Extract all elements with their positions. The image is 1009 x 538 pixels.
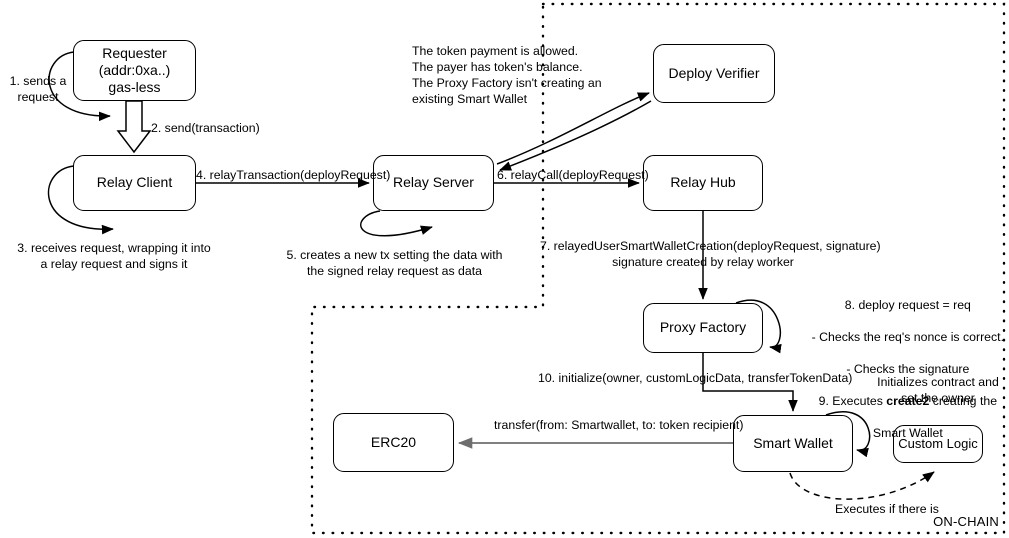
deploy-verifier-label: Deploy Verifier xyxy=(668,64,760,81)
node-relay-hub[interactable]: Relay Hub xyxy=(643,155,763,211)
erc20-label: ERC20 xyxy=(370,433,417,450)
label-step-5: 5. creates a new tx setting the data wit… xyxy=(286,248,503,278)
label-step-10: 10. initialize(owner, customLogicData, t… xyxy=(538,371,853,385)
label-transfer: transfer(from: Smartwallet, to: token re… xyxy=(494,418,744,432)
label-step-2: 2. send(transaction) xyxy=(151,121,260,135)
node-proxy-factory[interactable]: Proxy Factory xyxy=(643,303,763,353)
proxy-factory-label: Proxy Factory xyxy=(659,319,747,336)
edge-verifier-to-server xyxy=(499,100,652,171)
node-requester[interactable]: Requester (addr:0xa..) gas-less xyxy=(73,40,196,101)
edge-send-transaction xyxy=(116,100,152,154)
label-step-8-line-1: 8. deploy request = req xyxy=(844,297,971,312)
label-step-8-line-2: - Checks the req's nonce is correct. xyxy=(811,329,1004,344)
label-step-6: 6. relayCall(deployRequest) xyxy=(497,168,649,182)
label-step-1: 1. sends a request xyxy=(9,74,67,104)
edge-relay-server-self xyxy=(360,210,433,237)
relay-client-label: Relay Client xyxy=(96,174,173,191)
requester-line-1: Requester xyxy=(102,44,167,61)
requester-line-2: (addr:0xa..) xyxy=(98,61,171,78)
label-step-3: 3. receives request, wrapping it into a … xyxy=(17,241,211,271)
edge-executes-custom-logic xyxy=(789,471,935,500)
label-initializes-contract: Initializes contract and set the owner xyxy=(877,375,999,405)
relay-server-label: Relay Server xyxy=(393,174,474,191)
requester-line-3: gas-less xyxy=(108,79,161,96)
label-verifier-notes: The token payment is allowed. The payer … xyxy=(412,44,602,106)
label-step-8-9: 8. deploy request = req - Checks the req… xyxy=(793,282,1009,458)
node-deploy-verifier[interactable]: Deploy Verifier xyxy=(653,44,775,103)
relay-hub-label: Relay Hub xyxy=(670,174,736,191)
node-relay-server[interactable]: Relay Server xyxy=(373,155,494,211)
label-step-7: 7. relayedUserSmartWalletCreation(deploy… xyxy=(540,239,881,269)
label-step-9-line-5: Smart Wallet xyxy=(872,425,943,440)
label-step-4: 4. relayTransaction(deployRequest) xyxy=(196,168,391,182)
label-on-chain: ON-CHAIN xyxy=(933,514,999,529)
node-relay-client[interactable]: Relay Client xyxy=(73,155,196,211)
label-step-8-line-3: - Checks the signature xyxy=(846,361,970,376)
node-erc20[interactable]: ERC20 xyxy=(333,413,454,472)
